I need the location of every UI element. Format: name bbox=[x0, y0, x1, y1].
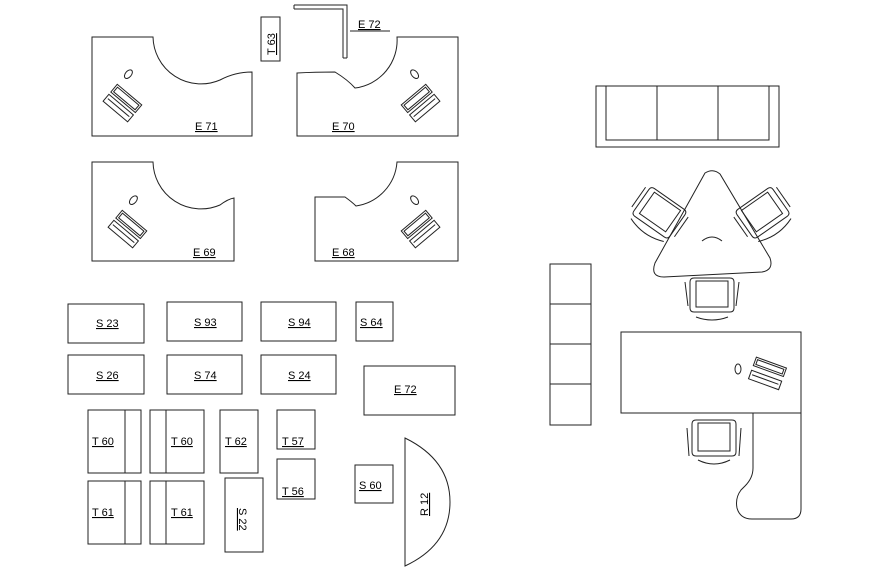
label-t56: T 56 bbox=[282, 486, 304, 498]
label-r12: R 12 bbox=[419, 493, 431, 516]
chair bbox=[733, 186, 792, 242]
unit-s23: S 23 bbox=[67, 303, 145, 344]
unit-s93: S 93 bbox=[166, 301, 243, 342]
unit-t62: T 62 bbox=[219, 409, 259, 474]
label-t62: T 62 bbox=[225, 436, 247, 448]
label-t60a: T 60 bbox=[92, 436, 114, 448]
executive-desk bbox=[620, 331, 802, 520]
storage-column bbox=[549, 263, 592, 426]
unit-e72: E 72 bbox=[363, 365, 456, 416]
label-t61a: T 61 bbox=[92, 507, 114, 519]
unit-t60b: T 60 bbox=[149, 409, 205, 474]
label-s22: S 22 bbox=[236, 508, 248, 531]
chair bbox=[686, 419, 742, 465]
unit-s22: S 22 bbox=[224, 477, 264, 553]
label-s60: S 60 bbox=[359, 480, 382, 492]
label-t60b: T 60 bbox=[171, 436, 193, 448]
label-e72-top: E 72 bbox=[358, 19, 381, 31]
label-s93: S 93 bbox=[194, 317, 217, 329]
label-e69: E 69 bbox=[193, 247, 216, 259]
unit-s26: S 26 bbox=[67, 354, 145, 395]
desk-e70: E 70 bbox=[296, 36, 459, 137]
label-e72: E 72 bbox=[394, 384, 417, 396]
unit-s94: S 94 bbox=[260, 301, 337, 342]
unit-s64: S 64 bbox=[355, 301, 394, 342]
unit-t57: T 57 bbox=[276, 409, 316, 450]
label-e70: E 70 bbox=[332, 121, 355, 133]
label-e71: E 71 bbox=[195, 121, 218, 133]
chair bbox=[684, 277, 740, 321]
workstation-equipment bbox=[747, 356, 788, 391]
unit-t61a: T 61 bbox=[87, 480, 142, 545]
triangle-table bbox=[653, 170, 772, 278]
chair bbox=[630, 186, 689, 242]
label-t57: T 57 bbox=[282, 436, 304, 448]
unit-t56: T 56 bbox=[276, 458, 316, 500]
label-s23: S 23 bbox=[96, 318, 119, 330]
cabinet-t63: T 63 bbox=[260, 16, 281, 62]
label-s64: S 64 bbox=[360, 317, 383, 329]
label-t63: T 63 bbox=[266, 33, 278, 55]
unit-s74: S 74 bbox=[166, 354, 243, 395]
unit-t61b: T 61 bbox=[149, 480, 205, 545]
label-s24: S 24 bbox=[288, 370, 311, 382]
label-s74: S 74 bbox=[194, 370, 217, 382]
workstation-equipment bbox=[102, 69, 143, 123]
label-s26: S 26 bbox=[96, 370, 119, 382]
desk-e69: E 69 bbox=[91, 161, 235, 262]
workstation-equipment bbox=[107, 195, 148, 249]
desk-e68: E 68 bbox=[314, 161, 459, 262]
desk-e71: E 71 bbox=[91, 36, 253, 137]
unit-s24: S 24 bbox=[260, 354, 337, 395]
unit-t60a: T 60 bbox=[87, 409, 142, 474]
unit-r12: R 12 bbox=[404, 437, 451, 567]
partition-e72: E 72 bbox=[293, 4, 390, 59]
label-t61b: T 61 bbox=[171, 507, 193, 519]
workstation-equipment bbox=[400, 69, 441, 123]
unit-s60: S 60 bbox=[354, 464, 394, 504]
sofa bbox=[595, 85, 780, 148]
workstation-equipment bbox=[400, 195, 441, 249]
label-e68: E 68 bbox=[332, 247, 355, 259]
label-s94: S 94 bbox=[288, 317, 311, 329]
